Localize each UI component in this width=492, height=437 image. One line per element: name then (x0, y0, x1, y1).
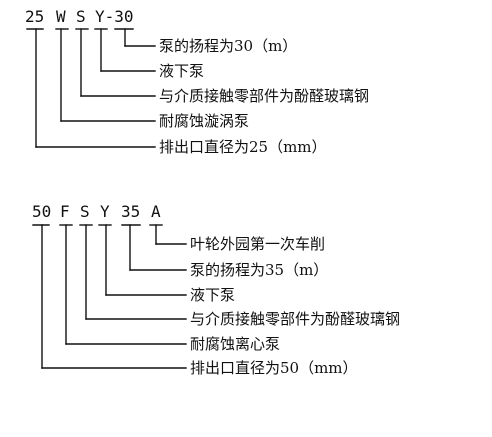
d2-code-a: A (151, 202, 161, 221)
d2-desc-head: 泵的扬程为35（m） (190, 261, 329, 279)
d1-desc-material: 与介质接触零部件为酚醛玻璃钢 (159, 87, 370, 105)
d2-desc-outlet: 排出口直径为50（mm） (190, 359, 358, 377)
diagram2-leaders (32, 224, 187, 369)
d2-code-size: 50 (32, 202, 52, 221)
d2-desc-trim: 叶轮外园第一次车削 (190, 235, 326, 253)
d2-code-s: S (80, 202, 90, 221)
d1-code-s: S (76, 7, 86, 26)
d1-desc-outlet: 排出口直径为25（mm） (159, 138, 327, 156)
d1-code-y30: Y-30 (95, 7, 134, 26)
diagram1-leaders (26, 28, 156, 148)
d1-desc-submerged: 液下泵 (159, 62, 205, 80)
d1-desc-head: 泵的扬程为30（m） (159, 37, 298, 55)
d2-desc-submerged: 液下泵 (190, 286, 236, 304)
d2-code-35: 35 (121, 202, 141, 221)
d1-desc-pump-type: 耐腐蚀漩涡泵 (159, 112, 250, 130)
d2-code-f: F (60, 202, 70, 221)
d2-desc-material: 与介质接触零部件为酚醛玻璃钢 (190, 310, 401, 328)
d1-code-size: 25 (25, 7, 45, 26)
d1-code-w: W (56, 7, 66, 26)
d2-code-y: Y (100, 202, 110, 221)
d2-desc-pump-type: 耐腐蚀离心泵 (190, 335, 281, 353)
